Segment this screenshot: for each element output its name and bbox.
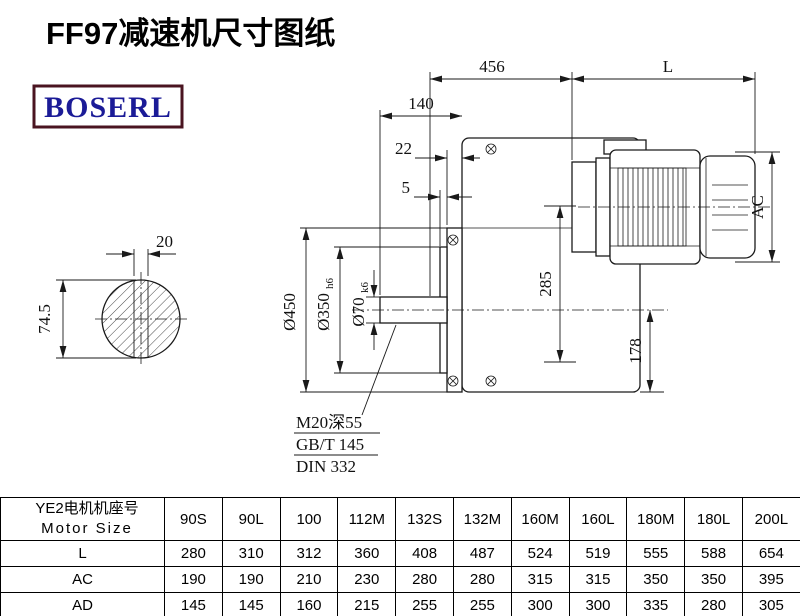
- dia-350-tolerance: h6: [324, 278, 336, 290]
- boserl-logo: BOSERL: [32, 84, 184, 129]
- column-header: 160L: [568, 497, 628, 541]
- dim-cell: 300: [510, 592, 570, 616]
- dia-450-label: Ø450: [280, 293, 299, 331]
- dim-cell: 654: [741, 540, 800, 567]
- dim-cell: 215: [337, 592, 397, 616]
- dim-length-label: L: [663, 57, 673, 76]
- technical-drawing: FF97减速机尺寸图纸 BOSERL 20 74.5: [32, 16, 780, 476]
- header-en: Motor Size: [41, 520, 133, 537]
- dim-ac-label: AC: [748, 195, 767, 219]
- header-cn: YE2电机机座号: [35, 500, 139, 517]
- dim-285-label: 285: [536, 271, 555, 297]
- dim-cell: 310: [221, 540, 281, 567]
- dim-cell: 395: [741, 566, 800, 593]
- table-header-row: YE2电机机座号 Motor Size 90S 90L 100 112M 132…: [0, 497, 800, 541]
- note-din: DIN 332: [296, 457, 356, 476]
- note-gbt: GB/T 145: [296, 435, 364, 454]
- column-header: 132M: [452, 497, 512, 541]
- dim-cell: 350: [626, 566, 686, 593]
- dim-cell: 280: [395, 566, 454, 593]
- table-row-ad: AD 145 145 160 215 255 255 300 300 335 2…: [0, 592, 800, 616]
- logo-text: BOSERL: [44, 91, 172, 124]
- dim-74-5-label: 74.5: [35, 304, 54, 334]
- table-row-ac: AC 190 190 210 230 280 280 315 315 350 3…: [0, 566, 800, 593]
- dim-cell: 230: [337, 566, 397, 593]
- dim-20-label: 20: [156, 232, 173, 251]
- dia-70-tolerance: k6: [359, 282, 371, 294]
- dim-cell: 190: [221, 566, 281, 593]
- dim-cell: 315: [510, 566, 570, 593]
- note-tap: M20深55: [296, 413, 362, 432]
- column-header: 90S: [164, 497, 223, 541]
- dim-cell: 312: [279, 540, 339, 567]
- dim-cell: 360: [337, 540, 397, 567]
- page-title: FF97减速机尺寸图纸: [46, 16, 335, 51]
- logo-border: [32, 84, 184, 129]
- dim-cell: 145: [221, 592, 281, 616]
- dim-cell: 524: [510, 540, 570, 567]
- table-row-l: L 280 310 312 360 408 487 524 519 555 58…: [0, 540, 800, 567]
- dim-cell: 280: [452, 566, 512, 593]
- column-header: 200L: [741, 497, 800, 541]
- column-header: 132S: [395, 497, 454, 541]
- row-label: AD: [0, 592, 165, 616]
- dim-cell: 555: [626, 540, 686, 567]
- bolt-hole-symbols: [447, 143, 497, 387]
- dim-178-label: 178: [626, 338, 645, 364]
- dim-cell: 160: [279, 592, 339, 616]
- dim-cell: 190: [164, 566, 223, 593]
- motor-size-header-cell: YE2电机机座号 Motor Size: [0, 497, 165, 541]
- column-header: 100: [279, 497, 339, 541]
- column-header: 180L: [684, 497, 743, 541]
- dim-cell: 588: [684, 540, 743, 567]
- dim-cell: 487: [452, 540, 512, 567]
- dim-5-label: 5: [402, 178, 411, 197]
- cowl-slots: [712, 184, 748, 231]
- dim-cell: 315: [568, 566, 628, 593]
- row-label: L: [0, 540, 165, 567]
- motor-size-table: YE2电机机座号 Motor Size 90S 90L 100 112M 132…: [0, 497, 800, 616]
- dim-22-label: 22: [395, 139, 412, 158]
- dim-140-label: 140: [408, 94, 434, 113]
- dim-cell: 255: [452, 592, 512, 616]
- dim-cell: 335: [626, 592, 686, 616]
- leader-line: [361, 324, 397, 416]
- dim-cell: 280: [684, 592, 743, 616]
- thread-notes: M20深55 GB/T 145 DIN 332: [294, 324, 397, 476]
- dim-cell: 210: [279, 566, 339, 593]
- dim-cell: 280: [164, 540, 223, 567]
- motor: [571, 139, 756, 265]
- column-header: 112M: [337, 497, 397, 541]
- column-header: 90L: [221, 497, 281, 541]
- shaft-cross-section: 20 74.5: [35, 232, 188, 366]
- row-label: AC: [0, 566, 165, 593]
- dia-70-label: Ø70: [349, 297, 368, 326]
- dim-cell: 350: [684, 566, 743, 593]
- dim-cell: 300: [568, 592, 628, 616]
- dim-cell: 305: [741, 592, 800, 616]
- dim-cell: 255: [395, 592, 454, 616]
- dim-cell: 145: [164, 592, 223, 616]
- dim-cell: 519: [568, 540, 628, 567]
- dim-456-label: 456: [479, 57, 505, 76]
- dia-350-label: Ø350: [314, 293, 333, 331]
- dimension-lines: 456 L 140 22 5 285 178 AC Ø450: [280, 57, 780, 393]
- column-header: 180M: [626, 497, 686, 541]
- column-header: 160M: [510, 497, 570, 541]
- dim-cell: 408: [395, 540, 454, 567]
